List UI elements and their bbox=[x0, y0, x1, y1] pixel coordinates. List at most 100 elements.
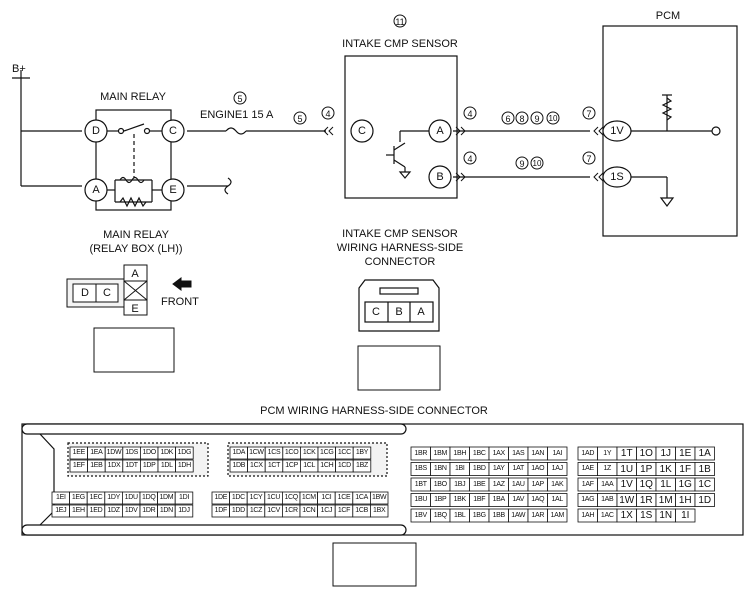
pin-cell bbox=[175, 459, 194, 473]
pin-label: 1BI bbox=[454, 465, 465, 472]
pin-label: 1CZ bbox=[249, 507, 263, 514]
pin-label: 1BQ bbox=[433, 511, 447, 519]
pin-label: 1ED bbox=[89, 507, 103, 514]
pin-label: 1BM bbox=[433, 449, 448, 457]
pin-label: 1BU bbox=[414, 496, 428, 503]
pin-label: 1BT bbox=[414, 480, 427, 488]
pin-label: 1DF bbox=[214, 507, 228, 514]
pin-label: 1F bbox=[679, 463, 692, 475]
pin-label: 1J bbox=[660, 448, 672, 459]
pin-cell bbox=[547, 462, 568, 476]
pin-label: 1I bbox=[681, 510, 690, 521]
pin-label: 1AZ bbox=[492, 480, 505, 488]
pin-label: 1DB bbox=[232, 462, 246, 469]
main-relay-title: MAIN RELAY bbox=[100, 91, 166, 103]
pin-label: 1H bbox=[678, 494, 692, 506]
pin-label: 1DZ bbox=[107, 507, 120, 514]
pin-label: 1AI bbox=[552, 449, 563, 457]
pin-label: 1DE bbox=[214, 494, 228, 501]
sensor-terminal-b: B bbox=[436, 171, 444, 183]
pin-label: 1DG bbox=[177, 449, 192, 456]
supply-label: B+ bbox=[12, 63, 26, 75]
pin-label: 1BL bbox=[453, 511, 466, 519]
pin-label: 1DK bbox=[160, 449, 174, 456]
pin-label: 1EC bbox=[89, 494, 103, 501]
pcm-title: PCM bbox=[655, 10, 681, 22]
pin-label: 1Z bbox=[603, 465, 612, 472]
pin-label: 1BH bbox=[453, 449, 467, 457]
pin-label: 1AT bbox=[512, 465, 525, 472]
pin-label: 1EE bbox=[72, 449, 86, 456]
pin-label: 1BY bbox=[355, 449, 369, 456]
pin-label: 1AS bbox=[512, 449, 525, 457]
pin-label: 1DN bbox=[159, 507, 173, 514]
pin-cell bbox=[175, 446, 194, 460]
connector-icons bbox=[93, 327, 441, 587]
pin-cell bbox=[352, 459, 372, 473]
pin-label: 1BB bbox=[492, 511, 506, 519]
pcm-connector-title: PCM WIRING HARNESS-SIDE CONNECTOR bbox=[260, 405, 488, 417]
pin-label: 1G bbox=[678, 479, 692, 490]
pin-label: 1AB bbox=[601, 496, 614, 503]
fuse-callout: 5 bbox=[237, 94, 243, 104]
pin-label: 1DM bbox=[159, 494, 174, 501]
sensor-connector-pin-c: C bbox=[372, 306, 380, 318]
pcm-pin-cells bbox=[51, 446, 715, 523]
pin-cell bbox=[547, 493, 568, 507]
line-a-ref-3: 9 bbox=[534, 114, 540, 124]
pin-label: 1EB bbox=[90, 462, 103, 469]
pin-cell bbox=[547, 508, 568, 523]
pin-label: 1AO bbox=[531, 465, 545, 472]
relay-terminal-c: C bbox=[169, 125, 177, 137]
pin-label: 1CF bbox=[337, 507, 351, 514]
relay-connector-face bbox=[66, 264, 192, 316]
pin-label: 1AR bbox=[531, 511, 545, 519]
pin-label: 1CU bbox=[267, 494, 281, 501]
pin-label: 1CV bbox=[267, 507, 280, 514]
callout-circles bbox=[233, 14, 596, 170]
pin-label: 1DI bbox=[178, 494, 189, 501]
pin-label: 1BP bbox=[434, 496, 447, 503]
pin-label: 1AJ bbox=[551, 465, 563, 472]
callout-relay-to-sensor: 5 bbox=[297, 114, 303, 124]
pin-label: 1AN bbox=[531, 449, 545, 457]
pin-label: 1BS bbox=[414, 465, 428, 472]
sensor-connector-title-1: INTAKE CMP SENSOR bbox=[342, 228, 458, 240]
pin-label: 1CI bbox=[321, 494, 332, 501]
pin-label: 1BZ bbox=[356, 462, 368, 469]
pin-label: 1AW bbox=[511, 511, 526, 519]
line-a-ref-2: 8 bbox=[519, 114, 525, 124]
pin-label: 1AX bbox=[492, 449, 506, 457]
main-relay-box bbox=[84, 109, 185, 211]
pin-label: 1AV bbox=[512, 496, 525, 503]
pin-label: 1AC bbox=[600, 511, 614, 519]
main-relay-caption-sub: (RELAY BOX (LH)) bbox=[89, 243, 183, 255]
pin-label: 1O bbox=[639, 448, 653, 459]
pin-label: 1C bbox=[698, 479, 712, 490]
callout-pcm-1v: 7 bbox=[586, 109, 592, 119]
pin-label: 1CH bbox=[320, 462, 334, 469]
pin-label: 1CA bbox=[355, 494, 368, 501]
pin-label: 1AF bbox=[581, 480, 594, 488]
pin-label: 1DQ bbox=[142, 494, 156, 501]
pin-cell bbox=[369, 491, 389, 505]
pin-label: 1B bbox=[698, 463, 711, 475]
sensor-connector-title-2: WIRING HARNESS-SIDE bbox=[336, 242, 464, 254]
pin-cell bbox=[694, 446, 715, 461]
pin-label: 1CL bbox=[303, 462, 316, 469]
pin-label: 1AM bbox=[550, 511, 565, 519]
pin-label: 1CK bbox=[302, 449, 316, 456]
pin-label: 1CT bbox=[267, 462, 281, 469]
pcm-terminal-1v: 1V bbox=[610, 125, 624, 137]
pin-label: 1AG bbox=[581, 496, 595, 503]
callout-sensor-a: 4 bbox=[467, 109, 473, 119]
front-label: FRONT bbox=[161, 296, 199, 308]
pin-label: 1BR bbox=[414, 449, 428, 457]
pin-label: 1EH bbox=[72, 507, 85, 514]
pin-label: 1BX bbox=[373, 507, 386, 514]
pin-label: 1EG bbox=[71, 494, 85, 501]
pin-label: 1CJ bbox=[320, 507, 333, 514]
pin-label: 1DL bbox=[160, 462, 173, 469]
pin-label: 1DP bbox=[142, 462, 156, 469]
callout-sensor-b: 4 bbox=[467, 154, 473, 164]
